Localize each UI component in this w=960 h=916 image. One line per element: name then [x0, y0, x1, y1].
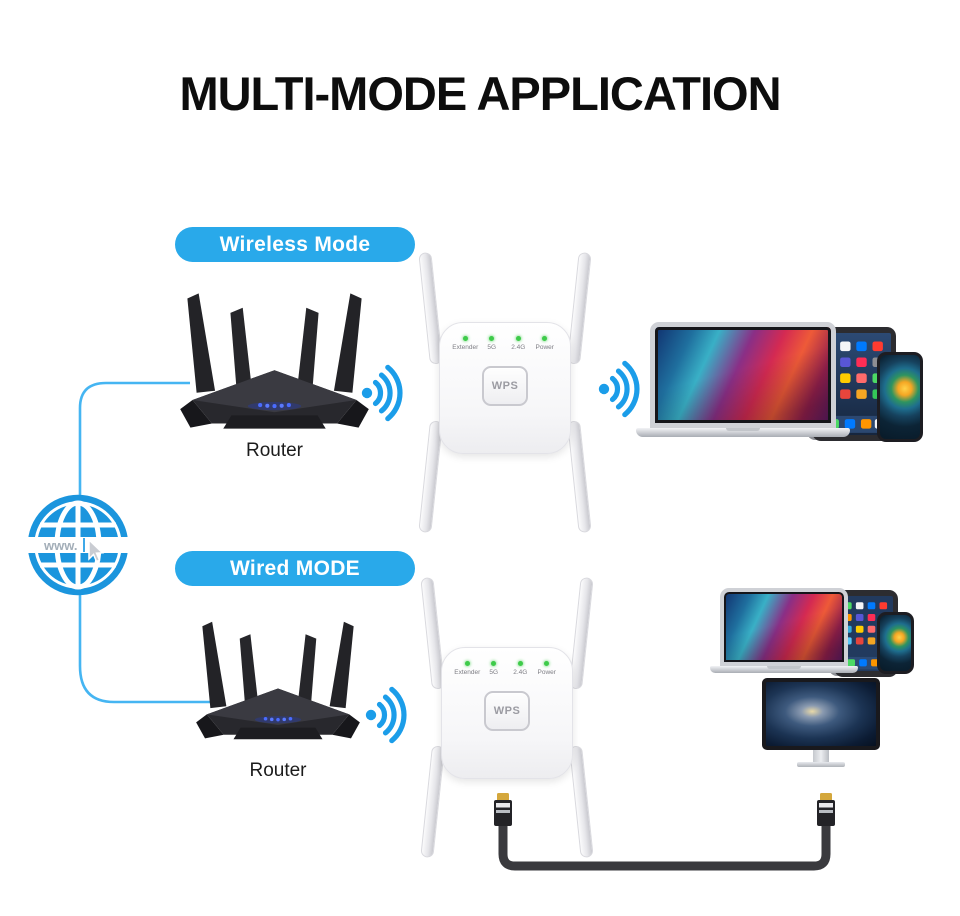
monitor-screen: [762, 678, 880, 750]
www-label: www.: [43, 538, 77, 553]
led-2-4g: [517, 661, 523, 666]
led-label-extender: Extender: [452, 344, 479, 351]
wired-mode-badge: Wired MODE: [175, 551, 415, 586]
laptop-base: [710, 666, 858, 673]
desktop-monitor-device: [762, 678, 880, 767]
page-title: MULTI-MODE APPLICATION: [179, 67, 781, 120]
ethernet-plug-left: [494, 793, 512, 826]
phone-screen: [880, 355, 920, 439]
extender-led-row: Extender 5G 2.4G Power: [442, 648, 572, 676]
wifi-extender-wired: Extender 5G 2.4G Power WPS: [420, 575, 594, 860]
wireless-mode-badge: Wireless Mode: [175, 227, 415, 262]
extender-body: Extender 5G 2.4G Power WPS: [441, 647, 573, 779]
wifi-signal-icon: [364, 684, 410, 746]
laptop-device: [636, 322, 850, 437]
led-extender: [462, 336, 468, 341]
router-illustration-wireless: [172, 282, 377, 440]
router-label-wireless: Router: [245, 440, 304, 461]
led-label-5g: 5G: [487, 344, 497, 351]
led-label-power: Power: [537, 669, 556, 676]
wifi-extender-wireless: Extender 5G 2.4G Power WPS: [418, 250, 592, 535]
ethernet-plug-right: [817, 793, 835, 826]
led-5g: [489, 336, 495, 341]
wifi-signal-icon: [360, 362, 406, 424]
monitor-stand: [813, 750, 829, 762]
router-illustration-wired: [189, 612, 367, 749]
router-label-wired: Router: [249, 760, 307, 781]
laptop-screen: [720, 588, 848, 666]
laptop-screen: [650, 322, 836, 428]
wifi-signal-icon: [597, 358, 643, 420]
smartphone-device: [877, 352, 923, 442]
wps-button: WPS: [484, 691, 530, 731]
led-label-5g: 5G: [489, 669, 499, 676]
mouse-cursor-icon: [88, 538, 105, 563]
ethernet-cable: [498, 826, 831, 871]
laptop-base: [636, 428, 850, 437]
led-power: [542, 336, 548, 341]
phone-screen: [880, 615, 911, 671]
led-label-power: Power: [535, 344, 554, 351]
led-power: [544, 661, 550, 666]
monitor-base: [797, 762, 845, 767]
led-label-extender: Extender: [454, 669, 481, 676]
wps-button: WPS: [482, 366, 528, 406]
led-extender: [464, 661, 470, 666]
extender-body: Extender 5G 2.4G Power WPS: [439, 322, 571, 454]
internet-globe-icon: www.: [27, 494, 129, 596]
laptop-device: [710, 588, 858, 673]
led-5g: [491, 661, 497, 666]
led-label-2-4g: 2.4G: [511, 344, 526, 351]
led-2-4g: [515, 336, 521, 341]
smartphone-device: [877, 612, 914, 674]
led-label-2-4g: 2.4G: [513, 669, 528, 676]
extender-led-row: Extender 5G 2.4G Power: [440, 323, 570, 351]
